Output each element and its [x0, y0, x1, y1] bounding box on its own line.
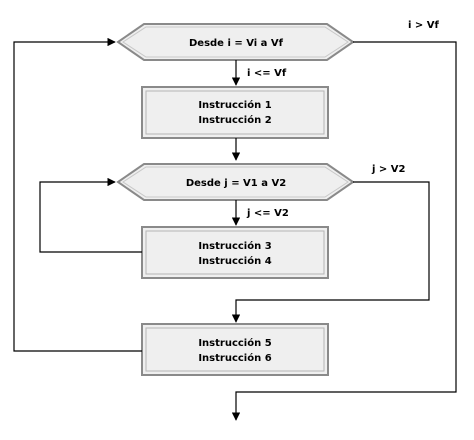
block-3-inner-border: [145, 327, 325, 372]
inner-continue-label: j <= V2: [246, 208, 289, 219]
block-1-line-2: Instrucción 2: [198, 114, 271, 126]
block-1-outer-border: [141, 86, 329, 139]
edge-outer-exit: [231, 41, 457, 421]
block-2-inner-border: [145, 230, 325, 275]
inner-exit-label: j > V2: [371, 164, 406, 175]
block-3-outer-border: [141, 323, 329, 376]
edge-inner-loop-back: [39, 177, 142, 253]
inner-loop-node: Desde j = V1 a V2: [116, 163, 355, 201]
block-1-line-1: Instrucción 1: [198, 99, 271, 111]
edge-outer-loop-back: [13, 37, 142, 352]
block-2-outer-border: [141, 226, 329, 279]
outer-continue-label: i <= Vf: [247, 68, 287, 79]
edge-inner-exit: [231, 181, 430, 323]
outer-loop-node: Desde i = Vi a Vf: [116, 23, 355, 61]
block-1: Instrucción 1 Instrucción 2: [141, 86, 329, 139]
inner-loop-hexagon-inner: [122, 166, 349, 198]
outer-loop-hexagon-inner: [122, 26, 349, 58]
block-1-inner-border: [145, 90, 325, 135]
block-3-line-2: Instrucción 6: [198, 352, 271, 364]
outer-exit-label: i > Vf: [408, 20, 440, 31]
inner-loop-header-text: Desde j = V1 a V2: [186, 178, 286, 189]
block-2-line-1: Instrucción 3: [198, 240, 271, 252]
outer-loop-header-text: Desde i = Vi a Vf: [189, 38, 284, 49]
block-2: Instrucción 3 Instrucción 4: [141, 226, 329, 279]
block-3-line-1: Instrucción 5: [198, 337, 271, 349]
block-3: Instrucción 5 Instrucción 6: [141, 323, 329, 376]
block-2-line-2: Instrucción 4: [198, 255, 271, 267]
